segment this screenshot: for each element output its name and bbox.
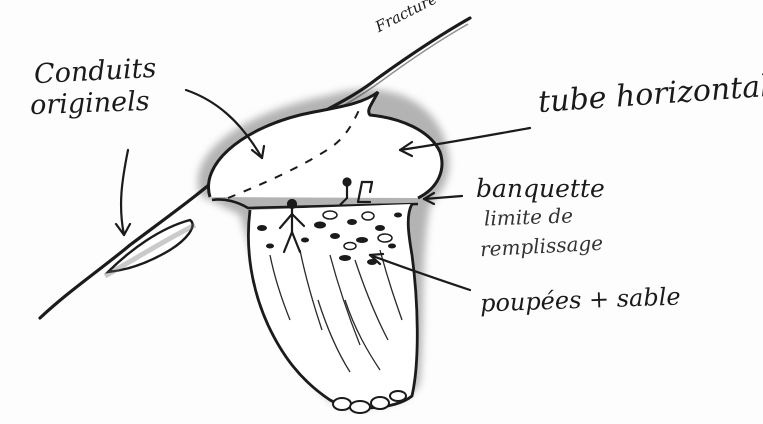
- label-banquette: banquette: [476, 176, 605, 201]
- label-poupees-sable: poupées + sable: [480, 285, 681, 316]
- label-conduits: Conduits: [33, 55, 157, 88]
- label-limite-de: limite de: [484, 205, 574, 228]
- arrow-conduits-to-lens: [121, 150, 128, 235]
- label-originels: originels: [30, 88, 150, 119]
- label-remplissage: remplissage: [480, 233, 604, 259]
